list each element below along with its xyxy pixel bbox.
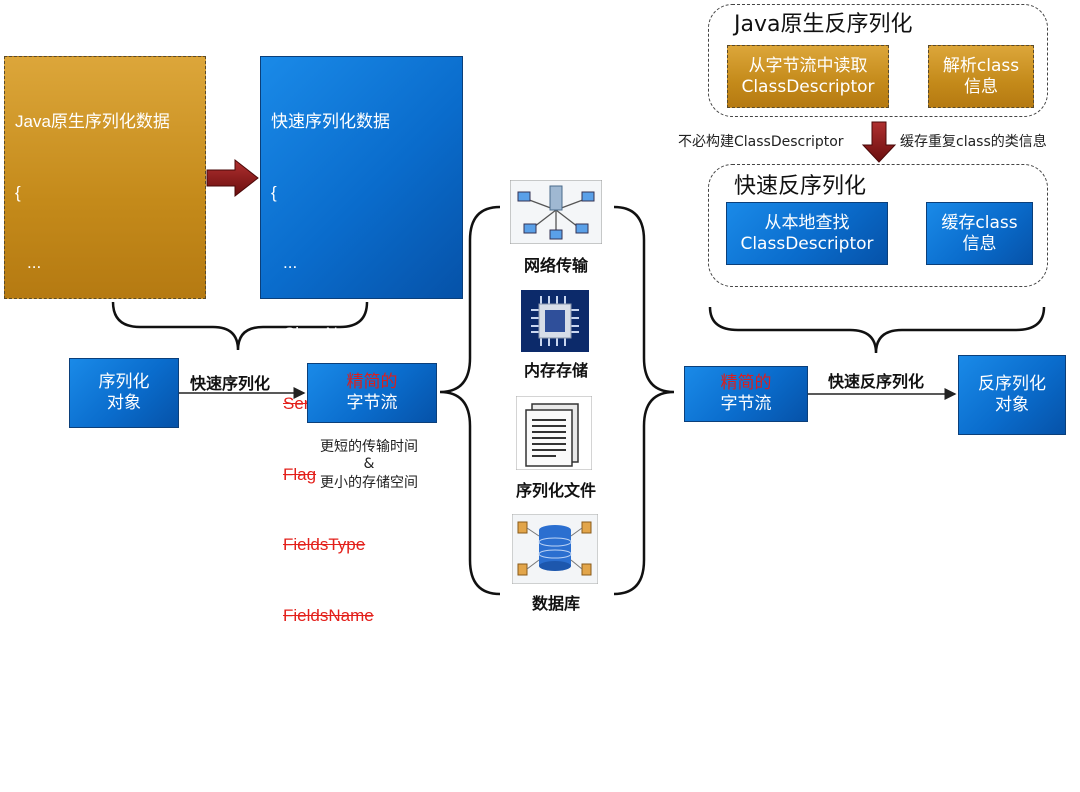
- compact-bytes-box-right: 精简的 字节流: [684, 366, 808, 422]
- deserialize-object-label: 反序列化 对象: [978, 374, 1046, 415]
- brace-open: {: [271, 182, 277, 202]
- parse-class-label: 解析class 信息: [942, 55, 1020, 97]
- middle-right-brace: [613, 205, 675, 596]
- compact-bytes-highlight: 精简的: [346, 372, 398, 392]
- benefit-shorter-time: 更短的传输时间: [320, 439, 418, 455]
- lookup-descriptor-box: 从本地查找 ClassDescriptor: [726, 202, 888, 265]
- down-transition-arrow: [861, 121, 897, 163]
- serialize-object-label: 序列化 对象: [98, 372, 150, 413]
- compact-bytes-highlight: 精简的: [720, 373, 772, 393]
- cache-class-info-note: 缓存重复class的类信息: [900, 134, 1047, 150]
- fast-serialized-data-box: 快速序列化数据 { ... ClassName SerialVersionUID…: [260, 56, 463, 766]
- connectors-overlay: [111, 72, 1046, 596]
- field-line: ...: [283, 253, 298, 272]
- serialized-file-label: 序列化文件: [515, 481, 596, 500]
- parse-class-box: 解析class 信息: [928, 45, 1034, 108]
- no-build-descriptor-note: 不必构建ClassDescriptor: [678, 134, 844, 150]
- field-line: Fields Name: [27, 605, 123, 625]
- chip-icon: [521, 290, 589, 352]
- field-line: Flag: [27, 464, 61, 484]
- fast-deserialize-title: 快速反序列化: [734, 174, 867, 199]
- fast-deserialize-label: 快速反序列化: [828, 372, 925, 391]
- field-line: ClassName: [27, 323, 115, 343]
- field-line: ClassName: [283, 323, 371, 343]
- brace-close: }: [15, 746, 21, 766]
- brace-open: {: [15, 182, 21, 202]
- field-line: ...: [283, 676, 298, 695]
- removed-field-line: FieldsName: [283, 605, 374, 625]
- fast-serialized-title: 快速序列化数据: [271, 112, 390, 131]
- field-line: ...: [27, 253, 42, 272]
- left-brace: [111, 301, 369, 351]
- network-icon: [509, 179, 603, 245]
- database-label: 数据库: [531, 594, 580, 613]
- benefit-amp: &: [363, 456, 375, 472]
- field-line: ...: [27, 676, 42, 695]
- field-line: FieldsType: [27, 535, 110, 554]
- document-icon: [515, 395, 593, 471]
- cache-class-label: 缓存class 信息: [941, 212, 1018, 254]
- java-serialized-data-box: Java原生序列化数据 { ... ClassName UID Flag Fie…: [4, 56, 206, 766]
- cache-class-box: 缓存class 信息: [926, 202, 1033, 265]
- compact-bytes-rest: 字节流: [720, 394, 772, 414]
- benefit-smaller-space: 更小的存储空间: [320, 475, 418, 491]
- serialize-object-box: 序列化 对象: [69, 358, 179, 428]
- memory-storage-label: 内存存储: [523, 361, 588, 380]
- java-serialized-title: Java原生序列化数据: [15, 112, 170, 131]
- deserialize-object-box: 反序列化 对象: [958, 355, 1066, 435]
- java-deserialize-title: Java原生反序列化: [734, 12, 913, 37]
- middle-left-brace: [439, 205, 501, 596]
- network-transfer-label: 网络传输: [523, 256, 588, 275]
- removed-field-line: FieldsType: [283, 535, 366, 554]
- database-icon: [511, 513, 599, 585]
- read-descriptor-box: 从字节流中读取 ClassDescriptor: [727, 45, 889, 108]
- brace-close: }: [271, 746, 277, 766]
- lookup-descriptor-label: 从本地查找 ClassDescriptor: [740, 212, 874, 254]
- field-line: UID: [27, 394, 57, 413]
- fast-serialize-label: 快速序列化: [190, 374, 271, 393]
- benefit-text: 更短的传输时间 & 更小的存储空间: [308, 436, 430, 492]
- right-brace: [708, 306, 1046, 354]
- compact-bytes-box-left: 精简的 字节流: [307, 363, 437, 423]
- removed-field-line: Flag: [283, 464, 317, 484]
- transform-arrow: [206, 158, 259, 198]
- read-descriptor-label: 从字节流中读取 ClassDescriptor: [741, 55, 875, 97]
- compact-bytes-rest: 字节流: [346, 393, 398, 413]
